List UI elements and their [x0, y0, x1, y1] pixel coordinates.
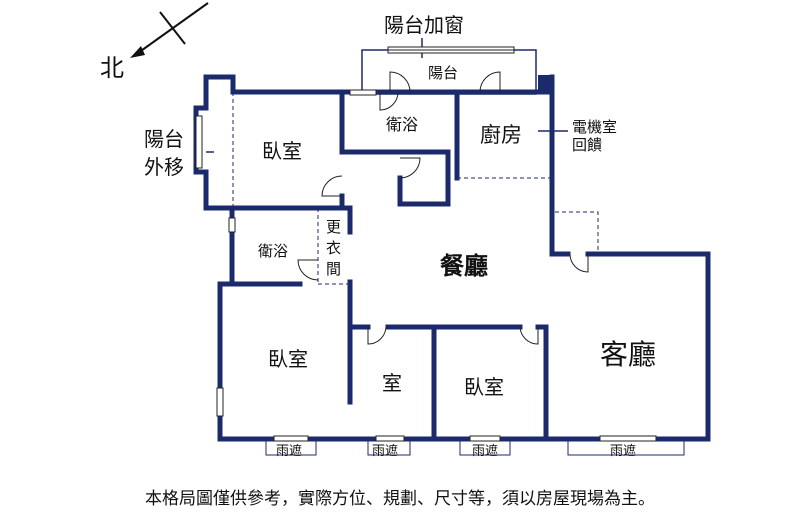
north-label: 北 [100, 54, 124, 82]
compass-arrow-head [130, 46, 145, 58]
door-balcony-left [389, 71, 411, 93]
dashed-lines [232, 92, 599, 285]
door-closet [297, 259, 319, 281]
door-balcony-right [479, 71, 501, 93]
balcony-moved-note-2: 外移 [144, 155, 184, 179]
balcony-moved-note-1: 陽台 [144, 127, 184, 151]
room-label-kitchen: 廚房 [480, 123, 522, 147]
door-bedroom-mid [519, 326, 539, 345]
room-label-bedroom-top: 臥室 [262, 139, 302, 163]
doors [297, 71, 589, 345]
room-label-small-room: 室 [382, 371, 402, 395]
room-label-closet-3: 間 [326, 260, 341, 278]
corner-post [538, 75, 552, 92]
door-bath-inner [399, 157, 421, 179]
rain-shelter-4: 雨遮 [610, 443, 636, 459]
mech-room-note-2: 回饋 [572, 136, 602, 154]
rain-shelter-1: 雨遮 [276, 443, 302, 459]
left-window [195, 115, 203, 169]
door-bedroom-top [321, 175, 343, 197]
door-living [569, 253, 589, 273]
balcony-left: 陽台 外移 [144, 105, 214, 179]
rain-shelter-2: 雨遮 [372, 443, 398, 459]
compass: 北 [100, 2, 209, 82]
room-label-closet-1: 更 [326, 218, 341, 236]
room-label-bath-left: 衛浴 [258, 242, 288, 260]
rain-shelter-3: 雨遮 [472, 443, 498, 459]
window-left-bath [228, 217, 236, 233]
room-label-bedroom-left: 臥室 [268, 347, 308, 371]
mech-room-note-1: 電機室 [572, 118, 617, 136]
rain-shelters: 雨遮 雨遮 雨遮 雨遮 [265, 435, 685, 459]
door-small-room [367, 326, 387, 345]
window-top-bath [349, 89, 377, 96]
room-label-dining: 餐廳 [440, 252, 488, 280]
balcony-top: 陽台 [361, 46, 537, 95]
door-bath-top [379, 91, 399, 111]
room-label-bath-top: 衛浴 [386, 115, 418, 134]
disclaimer-caption: 本格局圖僅供參考，實際方位、規劃、尺寸等，須以房屋現場為主。 [145, 489, 655, 509]
balcony-window-note: 陽台加窗 [384, 13, 464, 37]
window-left-bedroom [216, 387, 224, 417]
compass-cross-line [159, 11, 186, 45]
room-label-living: 客廳 [600, 338, 656, 371]
room-label-bedroom-mid: 臥室 [464, 375, 504, 399]
room-label-closet-2: 衣 [326, 239, 341, 257]
room-label-balcony: 陽台 [428, 64, 458, 82]
